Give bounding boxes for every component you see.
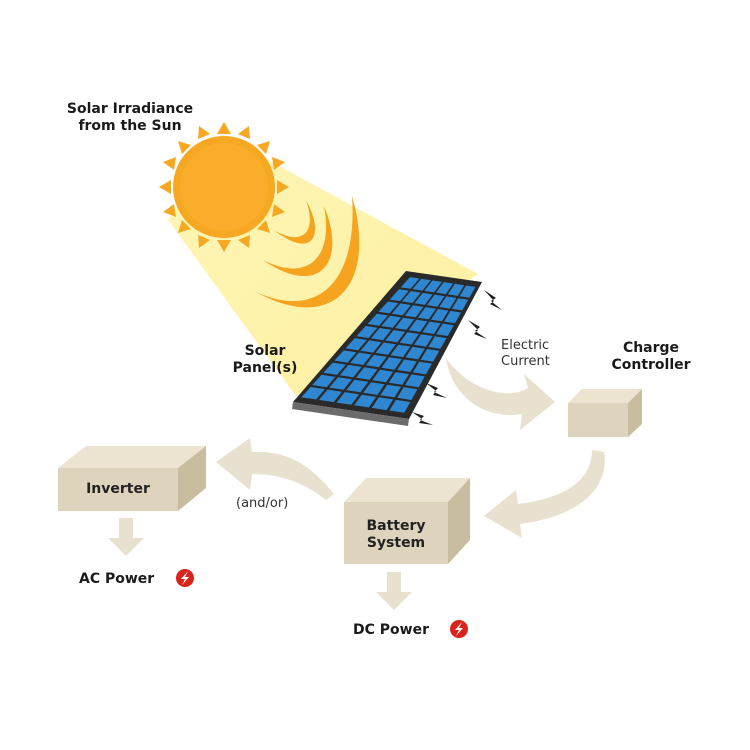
panel-label-line1: Solar: [244, 343, 286, 359]
panel-label-line2: Panel(s): [232, 360, 298, 376]
panel-cell: [405, 374, 425, 388]
charge-controller-box: [568, 389, 642, 437]
sun-rays: [159, 122, 289, 252]
panel-cell: [444, 310, 461, 324]
panel-cell: [428, 336, 447, 349]
panel-cell: [346, 379, 369, 393]
controller-to-battery-arrow: [484, 450, 605, 538]
panel-cell: [397, 359, 417, 372]
controller-label: Charge Controller: [592, 340, 710, 374]
panel-cell: [301, 387, 325, 400]
panel-cell: [360, 340, 382, 353]
panel-cell: [400, 277, 420, 289]
panel-cell: [414, 334, 433, 347]
panel-cell: [436, 323, 454, 336]
panel-cell: [391, 303, 411, 316]
panel-cell: [372, 369, 394, 383]
lightning-bolts: [412, 290, 502, 425]
panel-cell: [350, 352, 372, 365]
sun-label: Solar Irradiance from the Sun: [48, 101, 212, 135]
panel-cell: [371, 397, 394, 411]
panel-cell: [329, 377, 352, 390]
panel-cell: [381, 357, 402, 370]
current-label-line1: Electric: [501, 338, 550, 353]
ac-power-icon: [176, 569, 194, 587]
andor-label: (and/or): [236, 496, 289, 511]
panel-cell: [459, 285, 476, 298]
current-label: Electric Current: [501, 338, 550, 370]
battery-system-box: [344, 478, 470, 564]
panel-cell: [356, 367, 378, 380]
panel-cell: [439, 296, 457, 309]
solar-panel: [292, 271, 482, 426]
panel-cell: [363, 382, 385, 395]
panel-cell: [424, 280, 442, 293]
ac-power-label: AC Power: [79, 571, 155, 587]
panel-cell: [323, 362, 346, 375]
panel-cell: [395, 317, 415, 330]
panel-cell: [405, 346, 425, 360]
light-waves: [256, 196, 360, 308]
panel-cell: [451, 298, 469, 311]
inverter-label: Inverter: [86, 481, 150, 497]
panel-label: Solar Panel(s): [226, 343, 304, 377]
panel-cell: [389, 289, 409, 302]
inverter-box: [58, 446, 206, 511]
panel-cell: [380, 384, 402, 398]
electric-current-arrow: [446, 358, 555, 430]
panel-cell: [426, 294, 445, 307]
panel-cell: [412, 361, 432, 375]
panel-cell: [381, 315, 402, 328]
panel-cell: [375, 342, 396, 355]
panel-cell: [336, 392, 360, 405]
battery-label: Battery System: [344, 518, 448, 552]
controller-label-line2: Controller: [611, 357, 691, 373]
panel-cell: [422, 321, 441, 334]
panel-cell: [312, 374, 336, 388]
panel-cell: [399, 332, 419, 345]
panel-cell: [388, 372, 409, 385]
panel-cell: [354, 394, 377, 408]
panel-cell: [430, 309, 449, 322]
panel-cell: [402, 291, 421, 303]
panel-cell: [390, 344, 411, 358]
panel-cell: [397, 387, 418, 400]
panel-cell: [408, 319, 428, 332]
battery-to-dc-arrow: [376, 572, 412, 610]
sun-label-line1: Solar Irradiance: [66, 101, 194, 117]
panel-cell: [339, 364, 362, 378]
battery-label-line2: System: [366, 535, 426, 551]
panel-cell: [447, 283, 465, 296]
panel-cell: [436, 282, 454, 295]
dc-power-label: DC Power: [353, 622, 429, 638]
panel-cell: [356, 325, 378, 338]
panel-cell: [417, 307, 436, 320]
panel-cell: [318, 389, 342, 403]
dc-power-icon: [450, 620, 468, 638]
panel-cell: [412, 278, 431, 291]
panel-cell: [378, 301, 399, 314]
controller-label-line1: Charge: [622, 340, 680, 356]
panel-cell: [370, 328, 392, 341]
panel-cell: [365, 354, 387, 368]
panel-cell: [389, 399, 411, 413]
current-label-line2: Current: [501, 354, 550, 369]
battery-to-inverter-arrow: [216, 438, 334, 500]
sun-label-line2: from the Sun: [78, 118, 182, 134]
panel-cell: [367, 313, 388, 326]
panel-cell: [345, 338, 367, 351]
panel-cell: [334, 350, 357, 363]
panel-cell: [414, 292, 433, 305]
panel-cell: [385, 330, 406, 343]
inverter-to-ac-arrow: [108, 518, 144, 556]
panel-cell: [404, 305, 424, 318]
panel-cell: [420, 349, 440, 362]
battery-label-line1: Battery: [366, 518, 426, 534]
